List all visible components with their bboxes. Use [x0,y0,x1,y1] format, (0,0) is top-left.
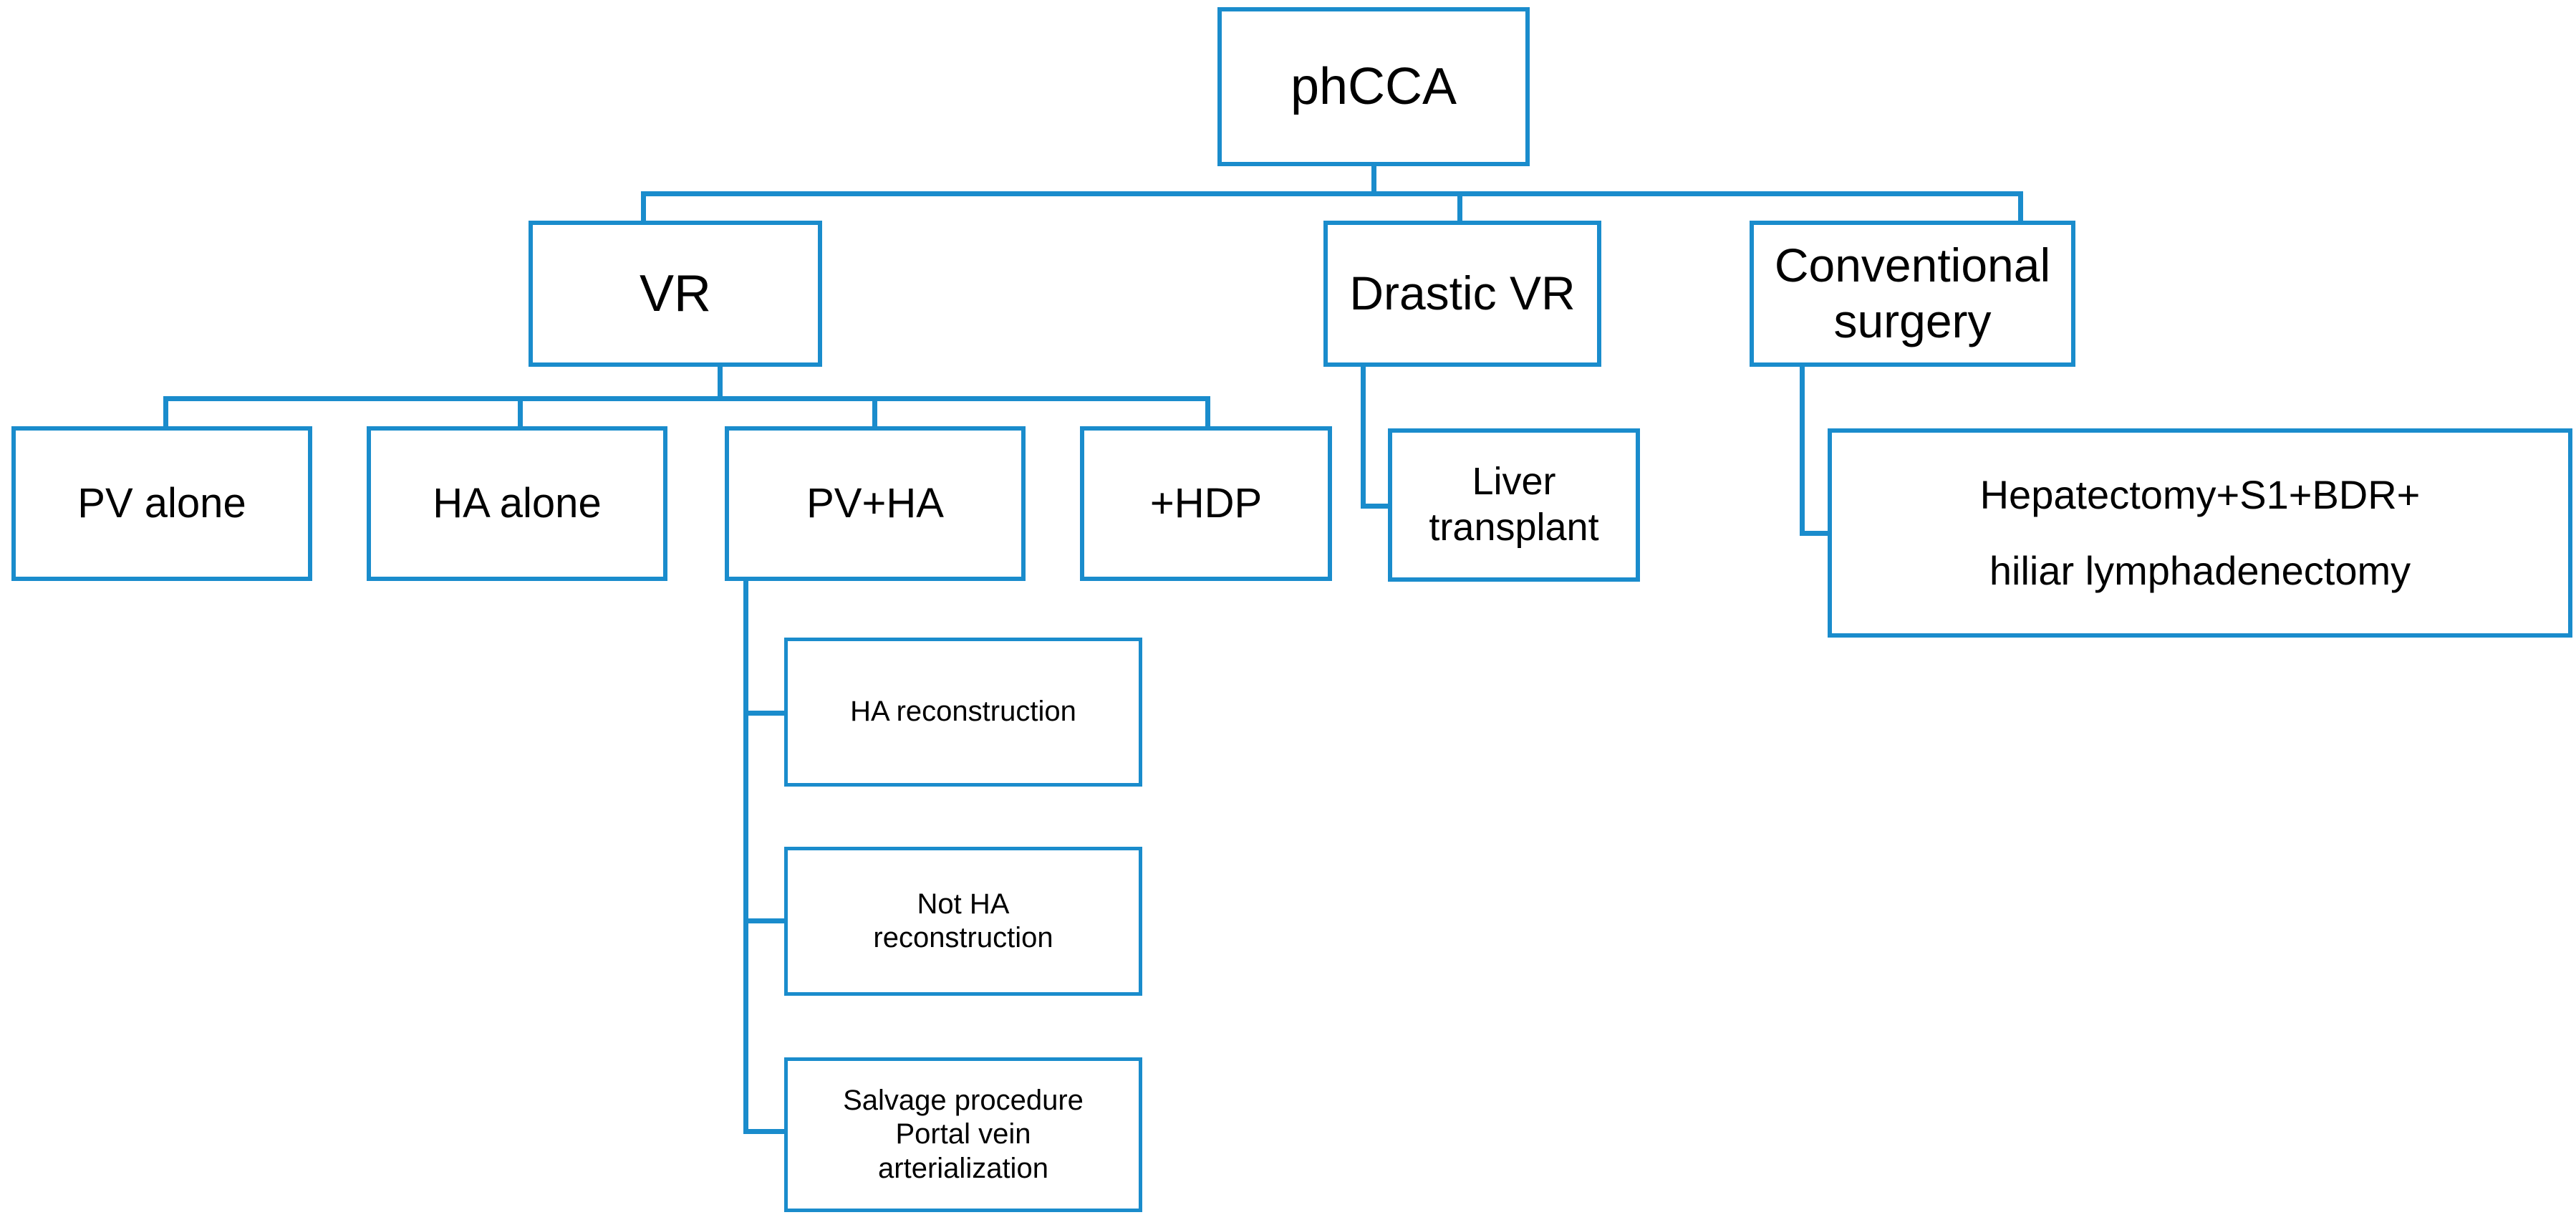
node-vr[interactable]: VR [529,221,822,367]
node-pv-ha[interactable]: PV+HA [725,426,1026,581]
node-conventional-surgery-label: Conventional surgery [1774,239,2051,347]
edge-root-to-vr [641,191,646,224]
node-drastic-vr-label: Drastic VR [1349,266,1576,320]
edge-pv-ha-to-salvage-procedure [743,1129,786,1134]
edge-vr-to-pv-ha [872,396,877,428]
edge-pv-ha-to-not-ha-reconstruction [743,918,786,923]
node-hdp-label: +HDP [1149,479,1263,527]
edge-root-to-drastic-vr [1457,191,1462,224]
node-conventional-surgery[interactable]: Conventional surgery [1750,221,2075,367]
node-liver-transplant[interactable]: Liver transplant [1388,428,1640,582]
edge-conventional-surgery-to-hepatectomy [1800,531,1832,536]
node-ha-alone[interactable]: HA alone [367,426,667,581]
edge-root-bus [641,191,2023,196]
node-phcca-label: phCCA [1290,57,1457,115]
node-hdp[interactable]: +HDP [1080,426,1332,581]
node-salvage-procedure-label: Salvage procedure Portal vein arterializ… [843,1085,1084,1184]
node-hepatectomy[interactable]: Hepatectomy+S1+BDR+ hiliar lymphadenecto… [1828,428,2572,638]
node-phcca[interactable]: phCCA [1217,7,1530,166]
node-pv-alone-label: PV alone [77,479,246,527]
edge-vr-to-ha-alone [518,396,523,428]
edge-vr-bus [163,396,1210,401]
edge-drastic-vr-to-liver-transplant [1361,504,1393,509]
node-pv-alone[interactable]: PV alone [11,426,312,581]
node-ha-reconstruction[interactable]: HA reconstruction [784,638,1142,787]
node-liver-transplant-label: Liver transplant [1429,460,1599,549]
node-ha-reconstruction-label: HA reconstruction [850,696,1076,728]
edge-pv-ha-to-ha-reconstruction [743,711,786,716]
edge-vr-to-hdp [1205,396,1210,428]
edge-conventional-surgery-stem [1800,365,1805,536]
node-not-ha-reconstruction-label: Not HA reconstruction [873,888,1053,953]
node-hepatectomy-label: Hepatectomy+S1+BDR+ hiliar lymphadenecto… [1979,471,2421,593]
node-not-ha-reconstruction[interactable]: Not HA reconstruction [784,847,1142,996]
node-ha-alone-label: HA alone [433,479,602,527]
edge-pv-ha-stem [743,579,748,1134]
edge-drastic-vr-stem [1361,365,1366,509]
edge-root-to-conventional-surgery [2018,191,2023,224]
node-salvage-procedure[interactable]: Salvage procedure Portal vein arterializ… [784,1057,1142,1212]
edge-vr-stem [718,364,723,401]
node-drastic-vr[interactable]: Drastic VR [1323,221,1601,367]
edge-root-stem [1371,163,1376,196]
edge-vr-to-pv-alone [163,396,168,428]
node-pv-ha-label: PV+HA [806,479,944,527]
node-vr-label: VR [639,264,712,322]
